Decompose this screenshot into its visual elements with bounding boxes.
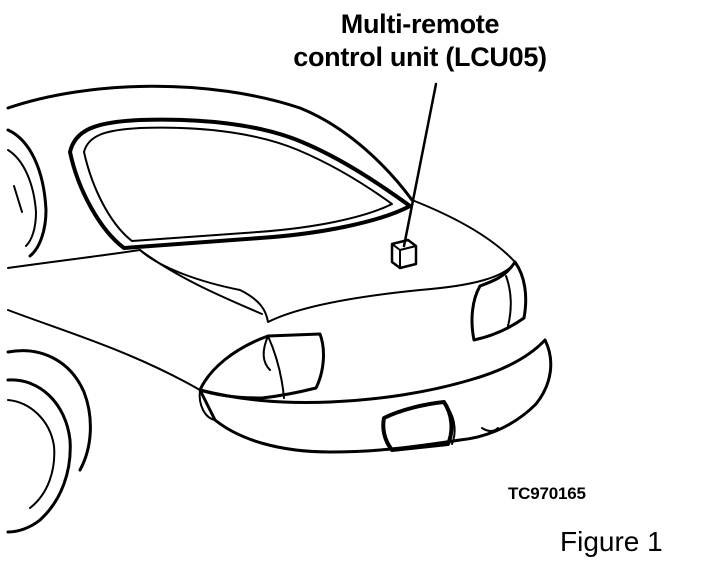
callout-line-2: control unit (LCU05) (293, 42, 547, 72)
bumper-outline (198, 338, 553, 454)
reference-code: TC970165 (508, 484, 586, 503)
side-window-inner (7, 149, 37, 247)
license-plate-inner (447, 407, 456, 445)
rear-tire (6, 378, 72, 534)
left-tail-light-divider (267, 335, 285, 399)
callout-line-1: Multi-remote (340, 9, 500, 39)
right-tail-light (470, 260, 528, 342)
left-tail-light-divider-2 (262, 335, 271, 371)
figure-caption: Figure 1 (560, 526, 663, 557)
callout-label: Multi-remote control unit (LCU05) (250, 8, 590, 74)
callout-leader-line (402, 82, 438, 248)
control-unit-box-edge (391, 243, 417, 269)
license-plate (381, 400, 454, 452)
waist-line (7, 249, 141, 269)
side-window-glare (13, 185, 23, 213)
wheel-arch (6, 349, 92, 472)
rear-window (68, 117, 412, 250)
c-pillar (411, 199, 516, 263)
bumper-notch (481, 427, 499, 432)
side-window-frame (6, 128, 48, 258)
body-side-line (7, 309, 201, 391)
left-tail-light (198, 332, 325, 400)
trunk-lid-edge (139, 249, 516, 323)
rear-tire-inner (7, 399, 56, 509)
right-tail-light-divider (505, 275, 512, 327)
bumper-lower (198, 389, 216, 421)
rear-window-inner (83, 126, 393, 242)
roof-line (6, 84, 414, 202)
trunk-side-left (139, 249, 263, 315)
